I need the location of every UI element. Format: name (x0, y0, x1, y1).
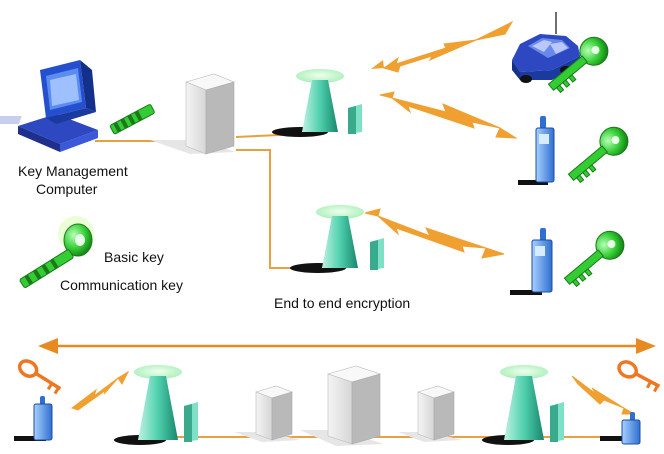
orange-key-icon (617, 360, 661, 393)
end-to-end-encryption-label: End to end encryption (274, 295, 411, 311)
communication-key-label: Communication key (60, 277, 183, 293)
base-station-icon (290, 205, 384, 273)
server-icon (234, 385, 300, 442)
lightning-bolt-icon (70, 377, 119, 411)
computer-label-line1: Key Management (18, 163, 128, 179)
computer-icon (0, 60, 98, 152)
lightning-bolt-icon (377, 215, 487, 253)
arrowhead-phone-1 (495, 127, 518, 139)
green-key-icon (109, 104, 155, 135)
wireless-links (70, 20, 636, 415)
mobile-phone-icon (518, 116, 555, 185)
base-station-icon (114, 365, 198, 445)
arrowhead-car (475, 20, 514, 41)
wire-server-to-station-2 (236, 149, 312, 269)
arrowhead-phone-2 (481, 247, 505, 259)
car-icon (512, 12, 580, 83)
mobile-phone-icon (14, 396, 53, 441)
green-key-icon (563, 230, 625, 288)
lightning-bolt-icon (391, 97, 501, 129)
server-icon (398, 385, 462, 442)
lightning-bolt-icon (571, 375, 625, 409)
computer-label-line2: Computer (36, 181, 98, 197)
base-station-icon (272, 69, 362, 137)
green-key-icon (567, 126, 629, 184)
server-icon (300, 365, 384, 446)
green-key-icon (547, 36, 609, 94)
mobile-phone-icon (600, 412, 641, 445)
mobile-phone-icon (510, 228, 553, 295)
arrowhead-bottom-left (117, 370, 130, 385)
orange-key-icon (17, 359, 62, 395)
lightning-bolt-icon (382, 39, 477, 73)
end-to-end-arrow (38, 338, 656, 354)
arrowhead-car-tail (371, 60, 384, 69)
arrowhead-phone-2-tail (364, 208, 381, 217)
server-icon (150, 73, 236, 155)
base-station-icon (482, 365, 564, 445)
arrowhead-phone-1-tail (379, 91, 395, 99)
basic-key-label: Basic key (104, 249, 164, 265)
communication-key-legend-icon (19, 249, 74, 288)
basic-key-legend-icon (58, 216, 94, 257)
